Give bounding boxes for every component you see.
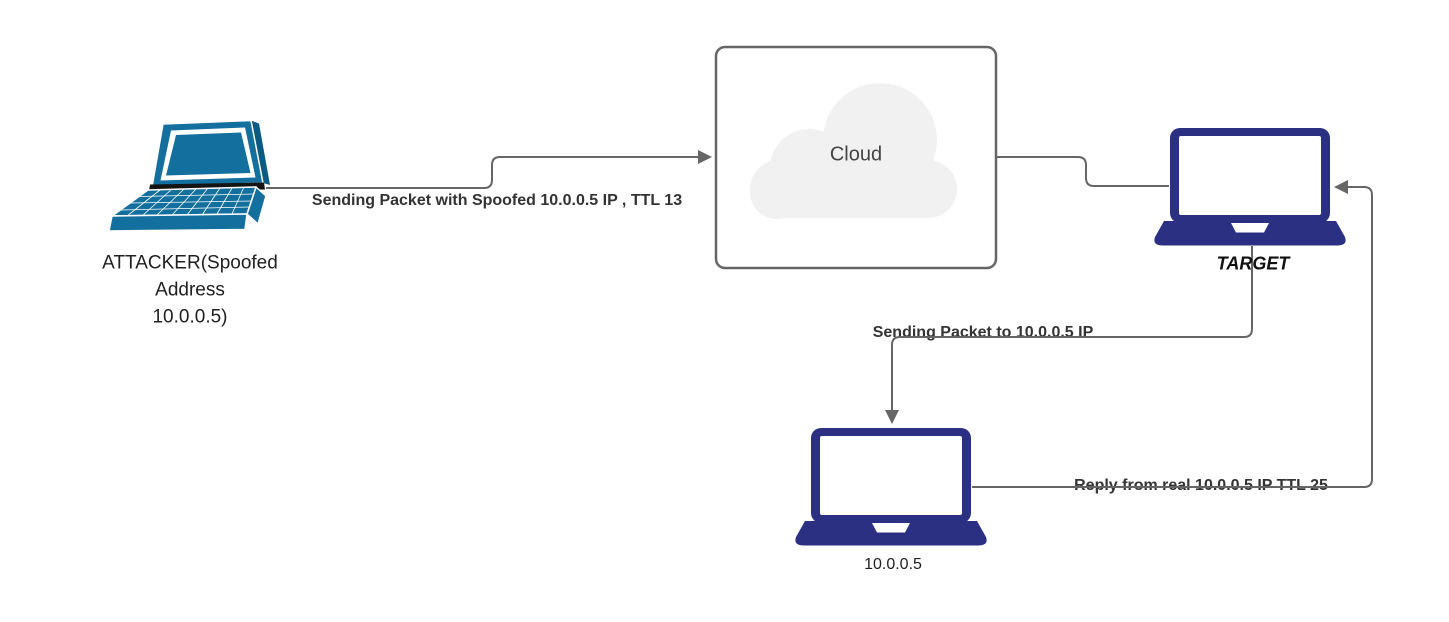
attacker-label: ATTACKER(Spoofed Address 10.0.0.5)	[102, 250, 278, 331]
attacker-laptop-lid-side	[251, 120, 270, 185]
cloud-label: Cloud	[829, 143, 883, 166]
attacker-laptop-icon[interactable]	[108, 119, 270, 232]
attacker-laptop-screen	[166, 132, 251, 176]
arrowhead-into-target-icon	[1334, 180, 1348, 194]
arrowhead-into-cloud-icon	[698, 150, 712, 164]
target-label: TARGET	[1216, 253, 1290, 274]
connector-lines[interactable]	[266, 156, 1373, 488]
attacker-label-line-3: 10.0.0.5)	[152, 306, 228, 328]
target-laptop-base	[1154, 221, 1346, 246]
edge-label-reply-packet: Reply from real 10.0.0.5 IP TTL 25	[1074, 477, 1328, 494]
real-host-laptop-notch	[872, 523, 910, 533]
edge-cloud-to-target[interactable]	[997, 156, 1169, 187]
arrowhead-into-real-host-icon	[885, 410, 899, 424]
attacker-laptop-keyboard-grid	[120, 186, 255, 217]
edge-label-spoofed-packet: Sending Packet with Spoofed 10.0.0.5 IP …	[311, 192, 683, 209]
target-laptop-screen	[1179, 136, 1321, 215]
real-host-laptop-screen	[820, 436, 962, 515]
connector-arrowheads	[698, 150, 1348, 424]
real-host-laptop-base	[795, 521, 987, 546]
target-laptop-notch	[1231, 223, 1269, 233]
real-host-label: 10.0.0.5	[864, 556, 922, 573]
target-laptop-icon[interactable]	[1154, 128, 1346, 246]
attacker-label-line-1: ATTACKER(Spoofed	[102, 252, 278, 274]
edge-target-to-real-host[interactable]	[891, 246, 1253, 410]
cloud-icon[interactable]	[750, 83, 957, 219]
attacker-laptop-front	[108, 213, 248, 232]
real-host-laptop-icon[interactable]	[795, 428, 987, 546]
edge-attacker-to-cloud[interactable]	[266, 156, 698, 189]
edge-real-host-to-target[interactable]	[972, 186, 1373, 488]
attacker-label-line-2: Address	[155, 279, 225, 301]
